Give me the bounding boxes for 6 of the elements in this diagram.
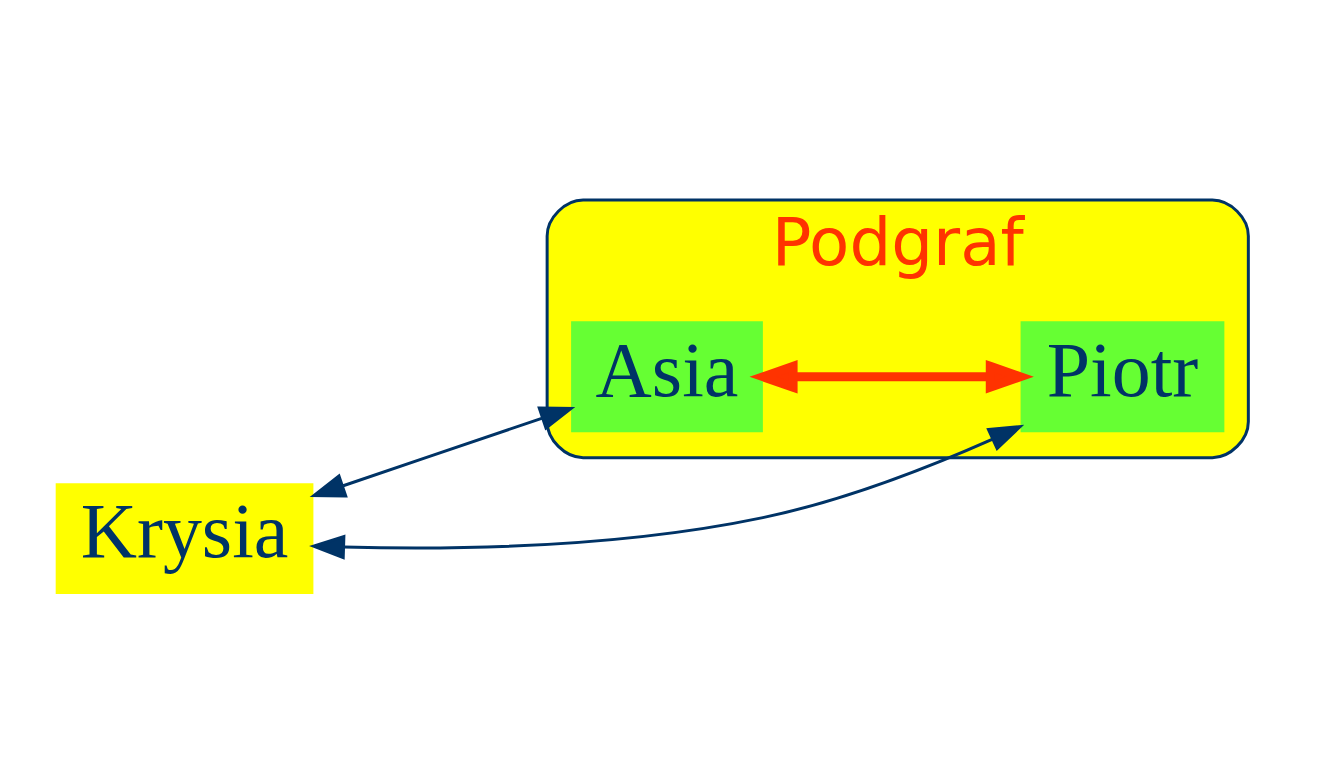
node-box: Krysia bbox=[55, 483, 314, 594]
node-box: Asia bbox=[571, 321, 763, 433]
arrow bbox=[309, 406, 576, 498]
arrow bbox=[309, 424, 1025, 560]
node-box: Piotr bbox=[1020, 321, 1225, 433]
arrow bbox=[749, 359, 1034, 394]
